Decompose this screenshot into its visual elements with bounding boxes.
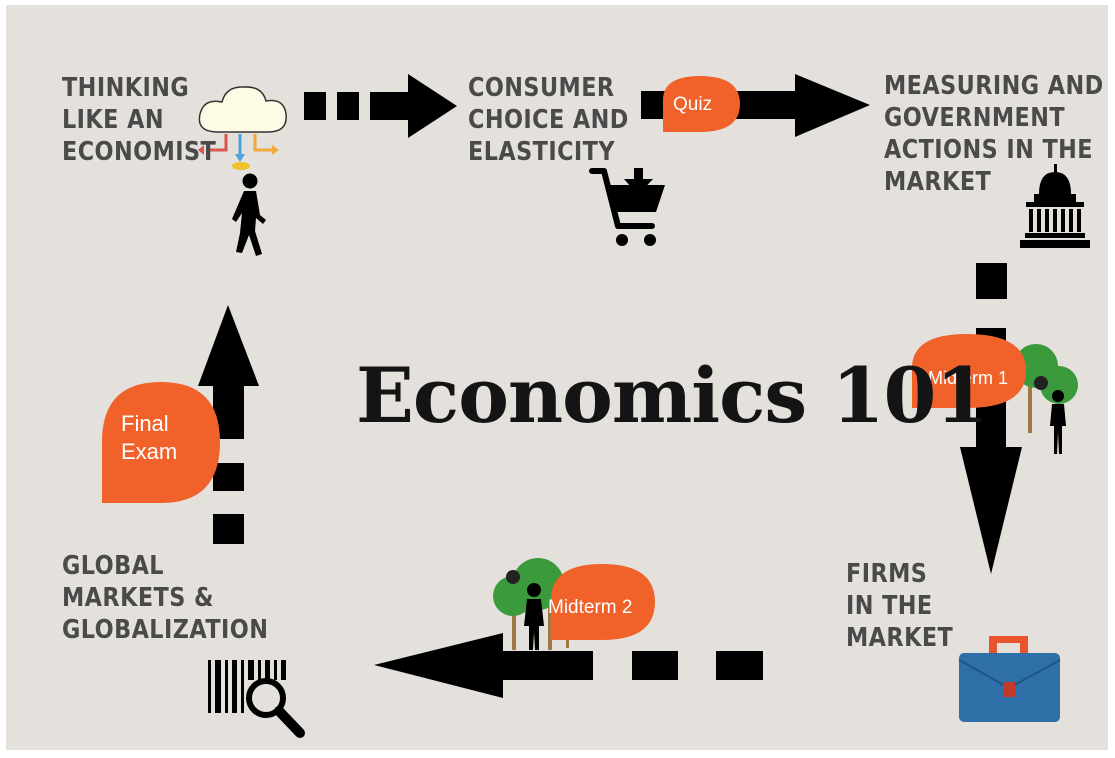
- topic-line: GLOBAL: [62, 551, 164, 581]
- topic-line: GLOBALIZATION: [62, 615, 269, 645]
- topic-global-markets: GLOBAL MARKETS & GLOBALIZATION: [62, 550, 268, 646]
- quiz-badge: [663, 76, 740, 132]
- topic-line: MEASURING AND: [884, 71, 1104, 101]
- shopping-cart-icon: [589, 167, 665, 246]
- topic-line: FIRMS: [846, 559, 928, 589]
- quiz-label: Quiz: [673, 94, 713, 115]
- topic-line: ECONOMIST: [62, 137, 217, 167]
- topic-line: ELASTICITY: [468, 137, 615, 167]
- topic-line: CONSUMER: [468, 73, 615, 103]
- midterm1-label: Midterm 1: [928, 368, 1009, 388]
- topic-line: THINKING: [62, 73, 190, 103]
- standing-person-icon-2: [524, 583, 544, 650]
- midterm2-badge: [551, 564, 655, 640]
- topic-thinking-like-economist: THINKING LIKE AN ECONOMIST: [62, 72, 216, 168]
- cloud-icon: [198, 86, 287, 170]
- walking-person-icon: [232, 173, 266, 256]
- topic-line: LIKE AN: [62, 105, 164, 135]
- final-exam-line: Final: [121, 411, 169, 436]
- topic-line: CHOICE AND: [468, 105, 629, 135]
- midterm1-badge: [912, 334, 1026, 408]
- midterm2-label: Midterm 2: [548, 597, 633, 618]
- arrow-firms-to-global: [374, 633, 763, 698]
- topic-line: IN THE: [846, 591, 933, 621]
- standing-person-icon-1: [1050, 390, 1066, 454]
- final-exam-badge: [102, 382, 220, 503]
- final-exam-label: Final Exam: [121, 410, 177, 466]
- final-exam-line: Exam: [121, 439, 178, 464]
- topic-line: MARKET: [884, 167, 992, 197]
- topic-line: MARKET: [846, 623, 954, 653]
- topic-line: GOVERNMENT: [884, 103, 1066, 133]
- arrow-thinking-to-consumer: [304, 74, 457, 138]
- briefcase-icon: [958, 636, 1061, 722]
- topic-line: MARKETS &: [62, 583, 214, 613]
- capitol-building-icon: [1020, 164, 1090, 248]
- topic-consumer-choice: CONSUMER CHOICE AND ELASTICITY: [468, 72, 629, 168]
- topic-measuring-government: MEASURING AND GOVERNMENT ACTIONS IN THE …: [884, 70, 1104, 198]
- topic-firms-in-market: FIRMS IN THE MARKET: [846, 558, 953, 654]
- topic-line: ACTIONS IN THE: [884, 135, 1093, 165]
- page-title: Economics 101: [356, 351, 988, 440]
- barcode-magnifier-icon: [208, 660, 305, 738]
